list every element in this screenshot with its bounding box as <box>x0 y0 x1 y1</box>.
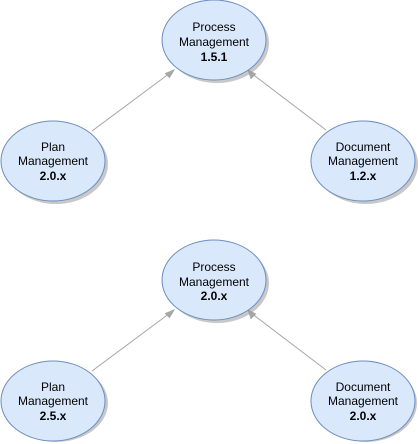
diagram-group-top: Process Management 1.5.1 Plan Management… <box>0 0 418 204</box>
node-label-line1: Plan <box>41 380 65 394</box>
node-label-line2: Management <box>179 275 250 289</box>
edge-plan-to-process-top <box>91 72 171 132</box>
node-version-label: 1.2.x <box>350 169 377 183</box>
node-label-line2: Management <box>18 394 89 408</box>
node-process-management-top[interactable]: Process Management 1.5.1 <box>161 0 269 83</box>
node-version-label: 2.0.x <box>40 169 67 183</box>
node-version-label: 2.0.x <box>201 289 228 303</box>
diagram-group-bottom: Process Management 2.0.x Plan Management… <box>0 239 417 442</box>
edge-document-to-process-top <box>250 72 327 131</box>
node-plan-management-bottom[interactable]: Plan Management 2.5.x <box>0 360 108 442</box>
node-label-line2: Management <box>18 154 89 168</box>
node-document-management-top[interactable]: Document Management 1.2.x <box>310 120 418 204</box>
node-process-management-bottom[interactable]: Process Management 2.0.x <box>161 239 269 323</box>
node-label-line1: Document <box>336 380 391 394</box>
node-version-label: 1.5.1 <box>201 50 228 64</box>
arrowhead-plan-to-process-top <box>164 68 176 79</box>
node-label-line2: Management <box>328 394 399 408</box>
node-label-line1: Document <box>336 140 391 154</box>
node-version-label: 2.0.x <box>350 409 377 423</box>
node-version-label: 2.5.x <box>40 409 67 423</box>
edge-plan-to-process-bottom <box>91 312 171 372</box>
node-label-line2: Management <box>179 35 250 49</box>
edge-document-to-process-bottom <box>250 312 327 371</box>
node-label-line1: Process <box>192 260 235 274</box>
node-document-management-bottom[interactable]: Document Management 2.0.x <box>310 360 417 442</box>
node-plan-management-top[interactable]: Plan Management 2.0.x <box>0 120 108 204</box>
node-label-line1: Plan <box>41 140 65 154</box>
arrowhead-plan-to-process-bottom <box>164 308 176 319</box>
node-label-line1: Process <box>192 20 235 34</box>
node-label-line2: Management <box>328 154 399 168</box>
